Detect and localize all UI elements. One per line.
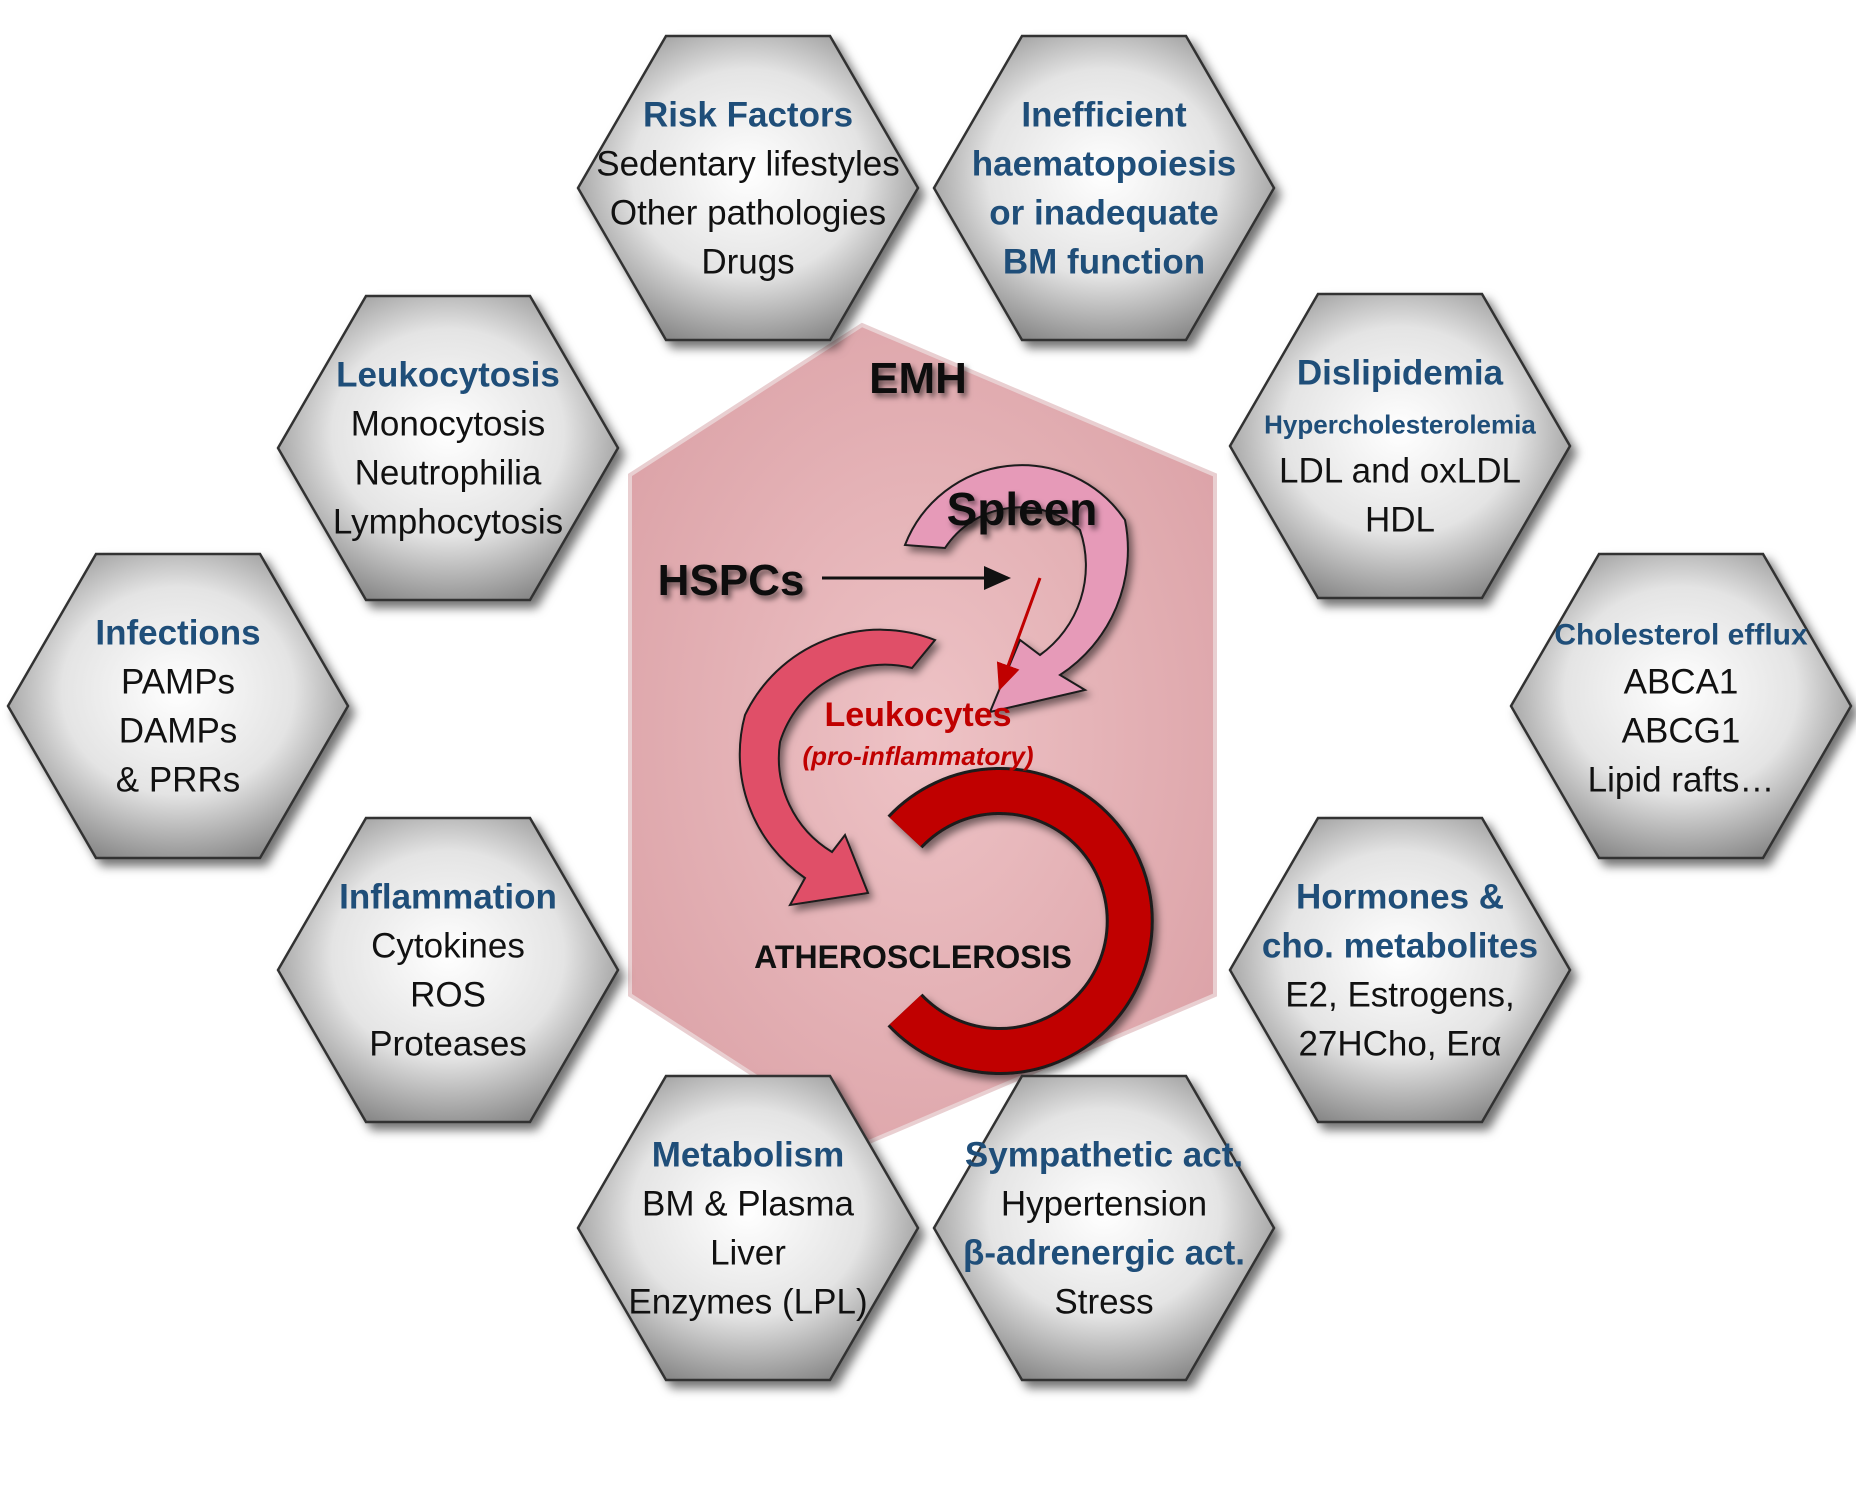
hexagon-shape: [276, 294, 620, 602]
hexagon-heading: cho. metabolites: [1262, 927, 1538, 966]
hexagon-heading: Inflammation: [339, 878, 557, 917]
hexagon-shape: [1228, 816, 1572, 1124]
hexagon-heading: Leukocytosis: [336, 356, 560, 395]
hexagon-item: ABCG1: [1622, 712, 1741, 751]
hexagon-item: Hypertension: [1001, 1185, 1207, 1224]
hexagon-item: Monocytosis: [351, 405, 546, 444]
hexagon-leukocytosis: LeukocytosisMonocytosisNeutrophiliaLymph…: [276, 294, 620, 602]
leukocytes-sublabel: (pro-inflammatory): [802, 741, 1033, 771]
hexagon-item: DAMPs: [119, 712, 238, 751]
hexagon-item: PAMPs: [121, 663, 235, 702]
hexagon-heading: or inadequate: [989, 194, 1218, 233]
center-labels: EMH Spleen HSPCs Leukocytes (pro-inflamm…: [658, 354, 1098, 975]
hexagon-shape: [932, 1074, 1276, 1382]
hexagon-item: Other pathologies: [610, 194, 886, 233]
leukocyte-cycle-arrow: [738, 628, 937, 907]
hexagon-heading: Cholesterol efflux: [1554, 619, 1808, 652]
hexagon-item: Drugs: [701, 243, 794, 282]
hexagon-item: Lipid rafts…: [1588, 761, 1775, 800]
hexagon-heading: Inefficient: [1021, 96, 1187, 135]
cycle-arrows: [738, 464, 1154, 1075]
hexagon-shape: [932, 34, 1276, 342]
hexagon-shape: [1228, 292, 1572, 600]
hexagon-item: ROS: [410, 976, 486, 1015]
hexagon-item: Proteases: [369, 1025, 527, 1064]
hexagon-inefficient-haematopoiesis: Inefficient haematopoiesis or inadequateBM…: [932, 34, 1276, 342]
hexagon-heading: BM function: [1003, 243, 1205, 282]
hexagon-item: Sedentary lifestyles: [596, 145, 899, 184]
hexagon-heading: Risk Factors: [643, 96, 853, 135]
hexagon-item: Enzymes (LPL): [628, 1283, 867, 1322]
hexagon-item: ABCA1: [1624, 663, 1739, 702]
spleen-label: Spleen: [947, 483, 1098, 535]
hexagon-item: LDL and oxLDL: [1279, 452, 1521, 491]
hexagon-heading: Dislipidemia: [1297, 354, 1504, 393]
hexagon-heading: β-adrenergic act.: [963, 1234, 1245, 1273]
hexagon-heading: Hormones &: [1296, 878, 1504, 917]
hexagon-shape: [1509, 552, 1853, 860]
hexagon-shape: [276, 816, 620, 1124]
hexagon-item: Lymphocytosis: [333, 503, 563, 542]
hexagon-heading: haematopoiesis: [972, 145, 1237, 184]
hspcs-label: HSPCs: [658, 556, 805, 605]
hexagon-item: Stress: [1054, 1283, 1153, 1322]
hexagon-heading: Infections: [95, 614, 260, 653]
emh-label: EMH: [869, 354, 967, 403]
hexagon-heading: Metabolism: [652, 1136, 845, 1175]
hexagon-item: & PRRs: [116, 761, 240, 800]
hexagon-item: HDL: [1365, 501, 1435, 540]
hexagon-heading: Hypercholesterolemia: [1264, 410, 1536, 440]
hexagon-item: Liver: [710, 1234, 786, 1273]
hexagon-shape: [6, 552, 350, 860]
hexagon-item: Cytokines: [371, 927, 525, 966]
atherosclerosis-label: ATHEROSCLEROSIS: [754, 939, 1072, 975]
hexagon-item: BM & Plasma: [642, 1185, 855, 1224]
atherosclerosis-arc: [887, 767, 1154, 1075]
hexagon-item: E2, Estrogens,: [1285, 976, 1515, 1015]
leukocytes-label: Leukocytes: [824, 696, 1011, 734]
hexagon-item: Neutrophilia: [355, 454, 542, 493]
hexagon-shape: [576, 34, 920, 342]
hexagon-item: 27HCho, Erα: [1298, 1025, 1501, 1064]
spleen-to-leukocytes-arrow: [996, 577, 1042, 691]
spleen-cycle-arrow: [903, 464, 1129, 714]
hexagon-sympathetic: Sympathetic act. Hypertension β-adrenergic…: [932, 1074, 1276, 1382]
hexagon-shape: [576, 1074, 920, 1382]
hexagon-heading: Sympathetic act.: [965, 1136, 1243, 1175]
